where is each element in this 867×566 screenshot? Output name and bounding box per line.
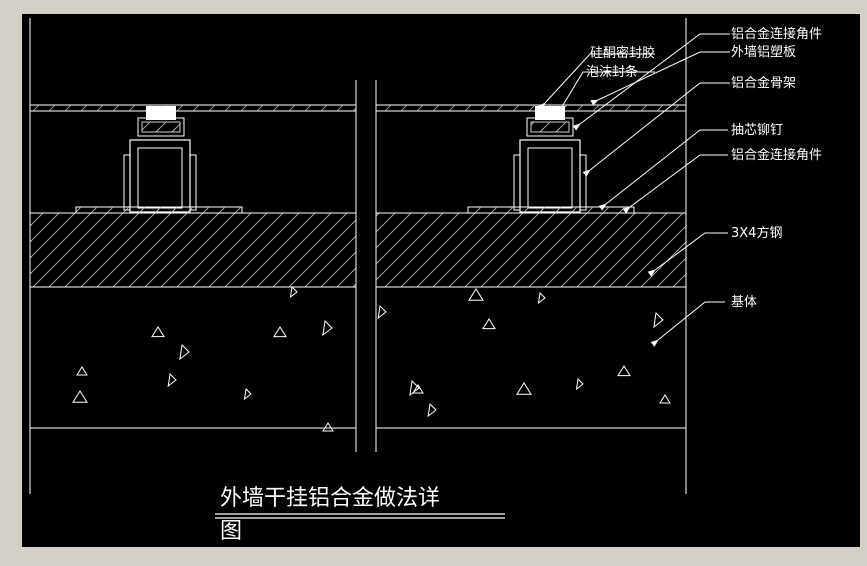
drawing-title-line2: 图 [220, 519, 242, 544]
aggregate-symbol [151, 326, 165, 338]
aggregate-symbol [516, 382, 532, 395]
sealant-joint [146, 106, 176, 120]
substrate-symbols [72, 285, 671, 432]
leader-lines [538, 33, 730, 347]
aggregate-symbol [167, 372, 177, 388]
title-block: 外墙干挂铝合金做法详 图 [215, 486, 505, 544]
label-connector-bottom: 铝合金连接角件 [731, 147, 822, 163]
right-section [375, 104, 687, 429]
left-section [29, 104, 357, 429]
label-square-steel: 3X4方钢 [731, 225, 782, 241]
aggregate-symbol [76, 366, 88, 376]
aggregate-symbol [537, 291, 546, 305]
aggregate-symbol [617, 365, 631, 377]
aggregate-symbol [377, 304, 387, 320]
hatched-layer [375, 212, 687, 288]
aggregate-symbol [427, 402, 437, 418]
aggregate-symbol [289, 285, 298, 299]
hatched-layer [29, 212, 357, 288]
label-substrate: 基体 [731, 295, 757, 310]
aggregate-symbol [273, 326, 287, 338]
aggregate-symbol [322, 319, 333, 337]
aggregate-symbol [653, 311, 664, 329]
aggregate-symbol [659, 394, 671, 404]
aggregate-symbol [468, 288, 484, 301]
aggregate-symbol [179, 343, 190, 361]
aggregate-symbol [575, 377, 584, 391]
aggregate-symbol [322, 422, 334, 432]
label-silicone-sealant: 硅酮密封胶 [590, 45, 655, 61]
aggregate-symbol [243, 387, 252, 401]
aggregate-symbol [72, 390, 88, 403]
aggregate-symbol [482, 318, 496, 330]
label-frame: 铝合金骨架 [731, 75, 796, 91]
label-connector-top: 铝合金连接角件 [731, 26, 822, 42]
label-foam-strip: 泡沫封条 [586, 64, 638, 80]
label-panel: 外墙铝塑板 [731, 45, 796, 60]
callout-labels: 硅酮密封胶 泡沫封条 铝合金连接角件 外墙铝塑板 铝合金骨架 抽芯铆钉 铝合金连… [586, 26, 822, 310]
drawing-title-line1: 外墙干挂铝合金做法详 [220, 486, 440, 511]
aggregate-symbol [412, 384, 424, 394]
label-rivet: 抽芯铆钉 [731, 123, 783, 138]
